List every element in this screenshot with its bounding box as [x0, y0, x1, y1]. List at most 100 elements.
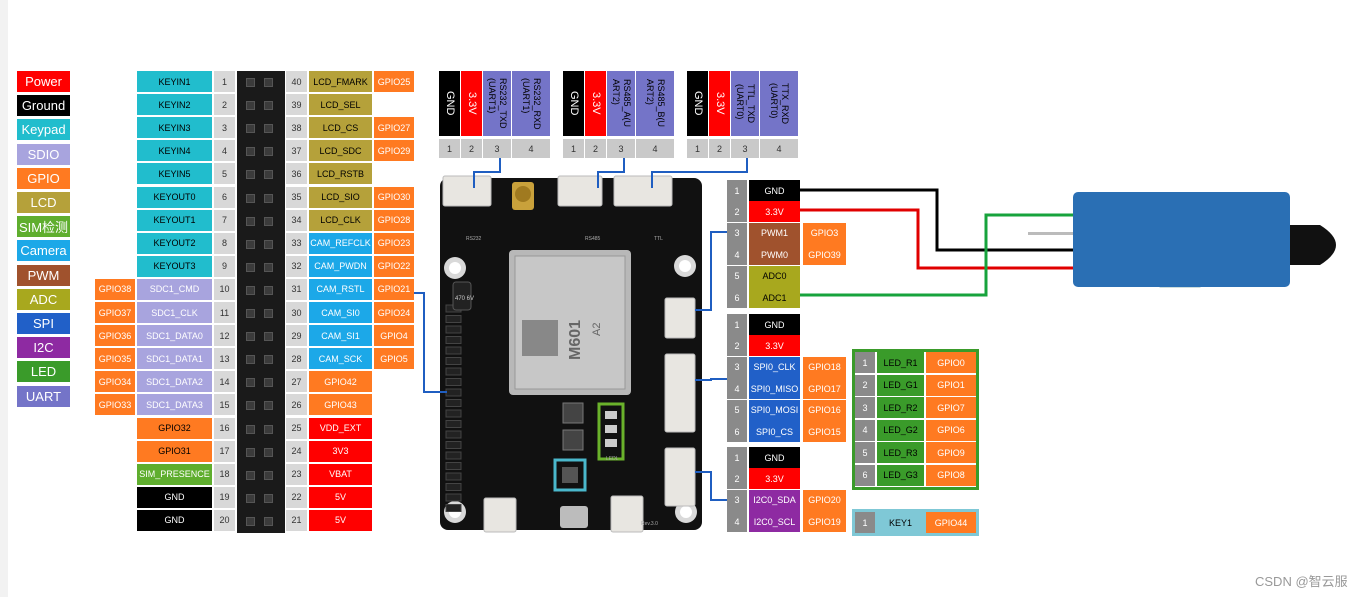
uart-pin-number: 2 [461, 139, 482, 158]
pin-number: 28 [286, 348, 307, 370]
pin-function: GPIO42 [309, 371, 372, 393]
connector-pin-function: SPI0_MISO [749, 378, 800, 400]
pin-function: SIM_PRESENCE [137, 463, 212, 485]
connector-pin-number: 2 [727, 335, 747, 357]
pin-function: SDC1_DATA0 [137, 325, 212, 347]
pin-number: 14 [214, 371, 235, 393]
led-pin-number: 1 [855, 352, 875, 373]
wire-uart0 [651, 158, 748, 188]
header-pin [246, 309, 255, 318]
gpio-label: GPIO29 [374, 140, 414, 162]
pin-function: 3V3 [309, 440, 372, 462]
legend-item: I2C [17, 337, 70, 359]
gpio-label: GPIO18 [803, 356, 846, 378]
uart-pin-number: 4 [636, 139, 674, 158]
pin-number: 39 [286, 94, 307, 116]
header-pin [264, 78, 273, 87]
pin-function: SDC1_DATA1 [137, 348, 212, 370]
header-pin [246, 101, 255, 111]
gpio-label: GPIO17 [803, 378, 846, 400]
pin-number: 29 [286, 325, 307, 347]
silk-rs232: RS232 [466, 236, 482, 242]
header-pin [246, 355, 255, 365]
connector-pin-function: PWM0 [749, 244, 800, 266]
connector-pin-number: 4 [727, 244, 747, 266]
gpio-label: GPIO21 [374, 278, 414, 300]
pin-number: 18 [214, 463, 235, 485]
wire-signal [800, 213, 1080, 297]
header-pin [264, 124, 273, 134]
uart-pin-label: TTX_RXD (UART0) [760, 71, 798, 136]
uart-pin-label: TTL_TXD (UART0) [731, 71, 759, 136]
key-pin-function: KEY1 [877, 512, 924, 533]
pin-number: 23 [286, 463, 307, 485]
pin-number: 9 [214, 255, 235, 277]
pin-function: LCD_CS [309, 117, 372, 139]
led-highlight [597, 402, 625, 461]
pin-function: KEYIN4 [137, 140, 212, 162]
header-pin [246, 378, 255, 388]
header-pin [264, 147, 273, 157]
pin-number: 19 [214, 486, 235, 508]
key1-button [562, 467, 578, 483]
uart-pin-text: RS485_A(U ART2) [611, 79, 632, 128]
gpio-label: GPIO44 [926, 512, 976, 533]
header-pin [264, 401, 273, 411]
header-pin [264, 447, 273, 457]
connector-pin-number: 3 [727, 489, 747, 511]
pin-number: 37 [286, 140, 307, 162]
uart-pin-label: 3.3V [709, 71, 730, 136]
pin-function: CAM_PWDN [309, 255, 372, 277]
module-revision: A2 [591, 323, 603, 336]
uart-pin-text: GND [692, 91, 704, 116]
gpio-label: GPIO24 [374, 302, 414, 323]
gpio-label: GPIO35 [95, 348, 135, 370]
sma-thread [515, 186, 531, 202]
board-header-pin [445, 399, 462, 407]
pin-function: LCD_FMARK [309, 71, 372, 92]
pin-function: KEYOUT1 [137, 209, 212, 231]
connector-pin-number: 6 [727, 421, 747, 442]
led-pin-number: 4 [855, 419, 875, 441]
uart-pin-text: TTL_TXD (UART0) [735, 83, 756, 123]
header-pin [246, 516, 255, 526]
pin-number: 16 [214, 417, 235, 439]
pin-function: GPIO43 [309, 394, 372, 416]
pin-function: GPIO31 [137, 440, 212, 462]
board-header-pin [445, 420, 462, 428]
board-header-pin [445, 378, 462, 386]
qr-code [522, 320, 558, 356]
header-pin [246, 493, 255, 503]
uart-pin-text: RS485_B(U ART2) [645, 79, 666, 128]
status-led [605, 411, 617, 419]
header-pin [246, 193, 255, 203]
wire-pwm [695, 231, 727, 311]
connector-pin-function: ADC0 [749, 265, 800, 287]
gpio-label: GPIO0 [926, 352, 976, 373]
legend-item: SPI [17, 313, 70, 334]
header-pin [264, 516, 273, 526]
header-pin [264, 424, 273, 434]
board-header-pin [445, 430, 462, 439]
gpio-label: GPIO16 [803, 399, 846, 421]
connector-pin-number: 3 [727, 356, 747, 378]
pin-number: 4 [214, 140, 235, 162]
board-header-pin [445, 367, 462, 376]
connector-pin-function: GND [749, 180, 800, 201]
legend-item: SIM检测 [17, 216, 70, 238]
gpio-label: GPIO22 [374, 255, 414, 277]
key-pin-number: 1 [855, 512, 875, 533]
led-pin-function: LED_R1 [877, 352, 924, 373]
connector-pin-number: 1 [727, 314, 747, 335]
pin-number: 5 [214, 163, 235, 185]
connector-pin-number: 5 [727, 399, 747, 421]
module-name: M601 [567, 320, 584, 360]
pin-function: 5V [309, 509, 372, 531]
uart-pin-number: 2 [585, 139, 606, 158]
uart-pin-label: GND [687, 71, 708, 136]
pin-number: 3 [214, 117, 235, 139]
pin-function: GPIO32 [137, 417, 212, 439]
gpio-label: GPIO7 [926, 397, 976, 418]
pin-number: 11 [214, 302, 235, 323]
connector-pin-function: SPI0_MOSI [749, 399, 800, 421]
